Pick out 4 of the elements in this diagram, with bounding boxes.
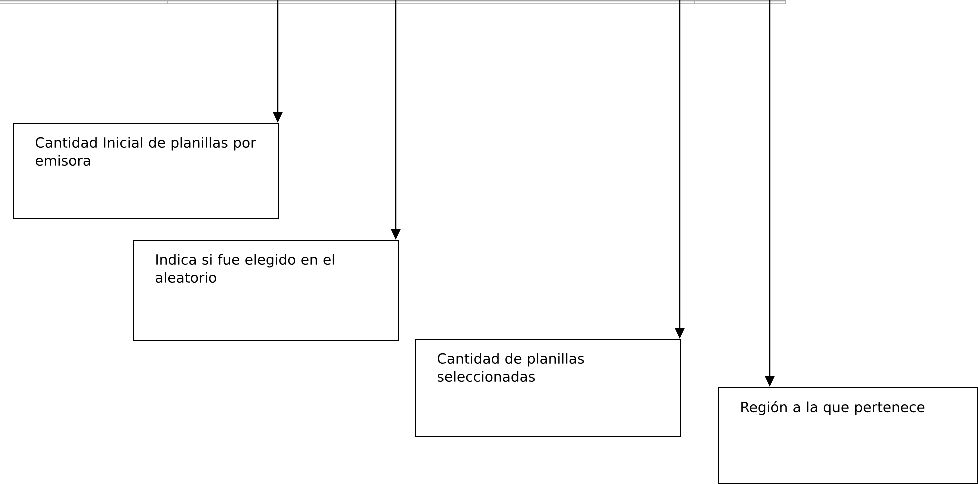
text-box: Región a la que pertenece [718,387,978,484]
text-box: Cantidad de planillas seleccionadas [415,338,682,438]
text-box: Indica si fue elegido en el aleatorio [133,240,400,342]
text-box: Cantidad Inicial de planillas por emisora [13,123,280,220]
